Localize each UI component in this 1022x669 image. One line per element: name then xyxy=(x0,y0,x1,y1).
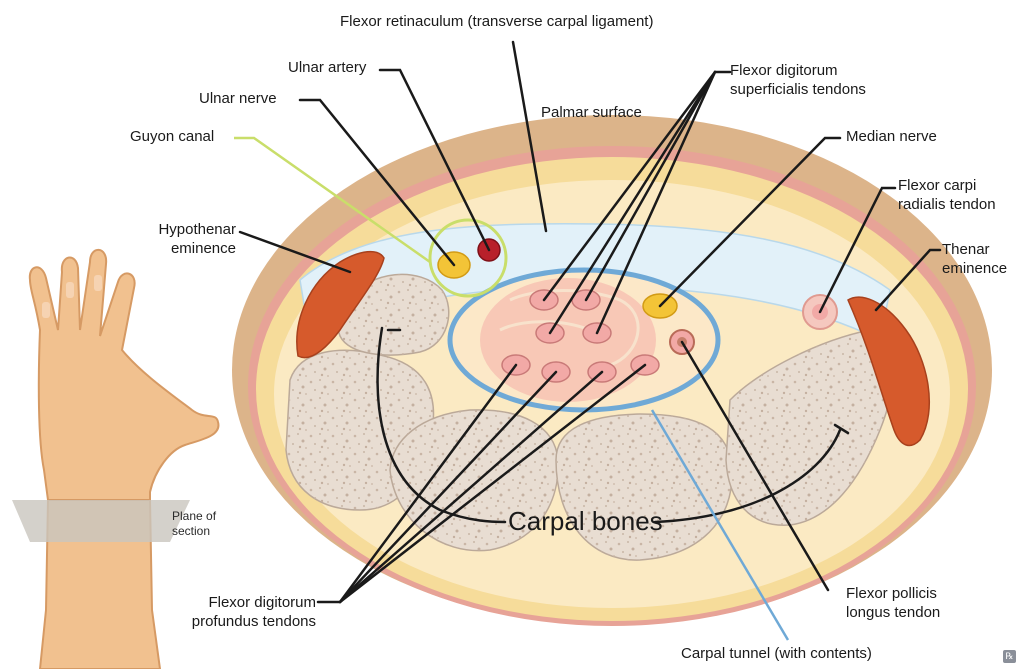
label-guyon-canal: Guyon canal xyxy=(130,127,214,146)
label-carpal-tunnel: Carpal tunnel (with contents) xyxy=(681,644,872,663)
label-ulnar-nerve: Ulnar nerve xyxy=(199,89,277,108)
label-ulnar-artery: Ulnar artery xyxy=(288,58,366,77)
label-median-nerve: Median nerve xyxy=(846,127,937,146)
label-flexor-retinaculum: Flexor retinaculum (transverse carpal li… xyxy=(340,12,653,31)
label-carpal-bones: Carpal bones xyxy=(508,506,663,537)
wrist-section xyxy=(232,115,992,626)
label-palmar-surface: Palmar surface xyxy=(541,103,642,122)
rx-logo-icon: ℞ xyxy=(1003,650,1016,663)
